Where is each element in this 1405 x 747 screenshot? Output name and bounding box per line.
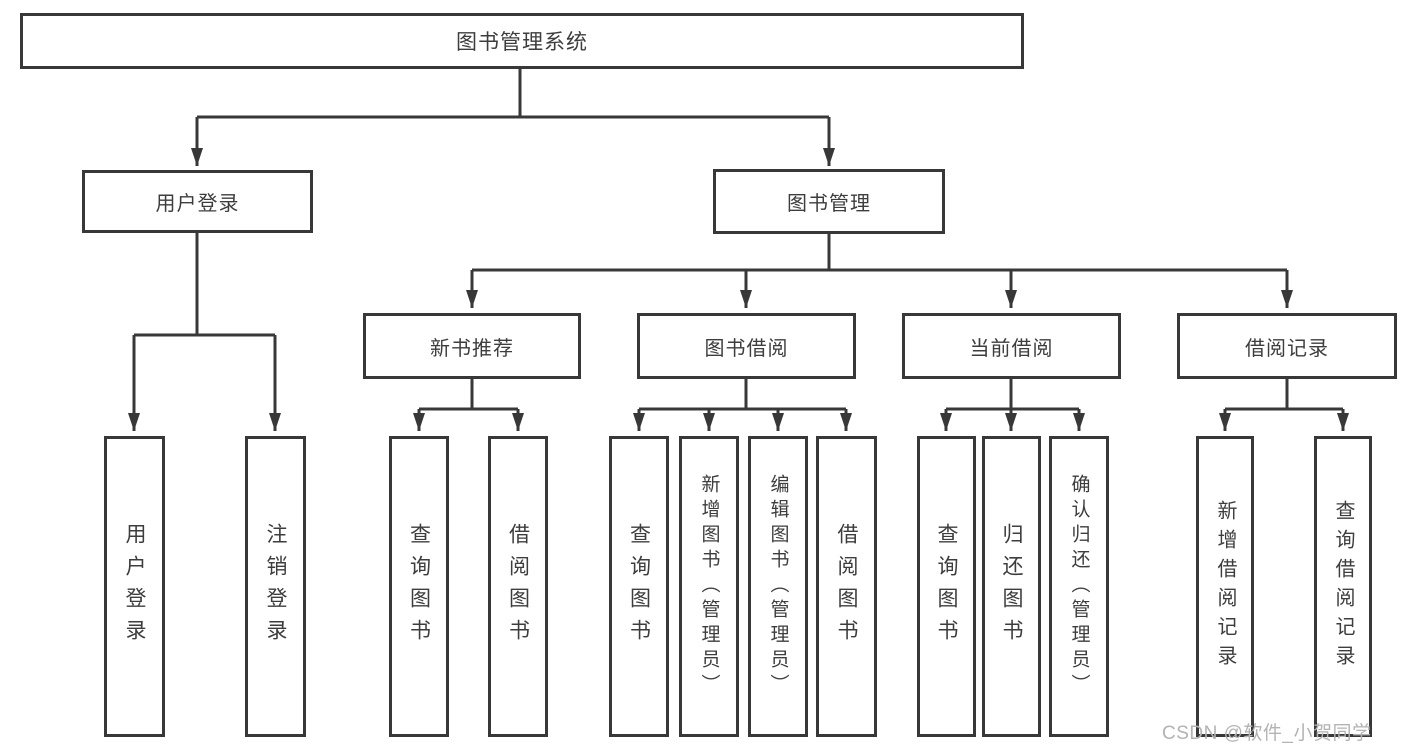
leaf-logout-login: 注销登录 (245, 436, 306, 737)
leaf-user-login: 用户登录 (104, 436, 165, 737)
node-new-book-recommend: 新书推荐 (363, 313, 581, 379)
watermark: CSDN @软件_小贺同学 (1162, 723, 1372, 744)
node-book-borrow: 图书借阅 (637, 313, 856, 379)
leaf-cb-return-books: 归还图书 (982, 436, 1041, 737)
leaf-bb-add-books-admin: 新增图书（管理员） (679, 436, 739, 737)
leaf-bb-query-books: 查询图书 (609, 436, 669, 737)
node-borrow-records: 借阅记录 (1177, 313, 1397, 379)
leaf-br-query-borrow-record: 查询借阅记录 (1314, 436, 1372, 737)
connector-trunks (134, 69, 1343, 411)
leaf-cb-query-books: 查询图书 (917, 436, 976, 737)
node-user-login: 用户登录 (82, 170, 313, 233)
leaf-nb-query-books: 查询图书 (389, 436, 449, 737)
leaf-br-add-borrow-record: 新增借阅记录 (1196, 436, 1254, 737)
node-book-management: 图书管理 (713, 169, 945, 234)
leaf-bb-borrow-books: 借阅图书 (816, 436, 877, 737)
node-root: 图书管理系统 (20, 13, 1024, 69)
leaf-nb-borrow-books: 借阅图书 (488, 436, 548, 737)
node-current-borrow: 当前借阅 (902, 313, 1121, 379)
leaf-bb-edit-books-admin: 编辑图书（管理员） (748, 436, 808, 737)
leaf-cb-confirm-return-admin: 确认归还（管理员） (1049, 436, 1109, 737)
